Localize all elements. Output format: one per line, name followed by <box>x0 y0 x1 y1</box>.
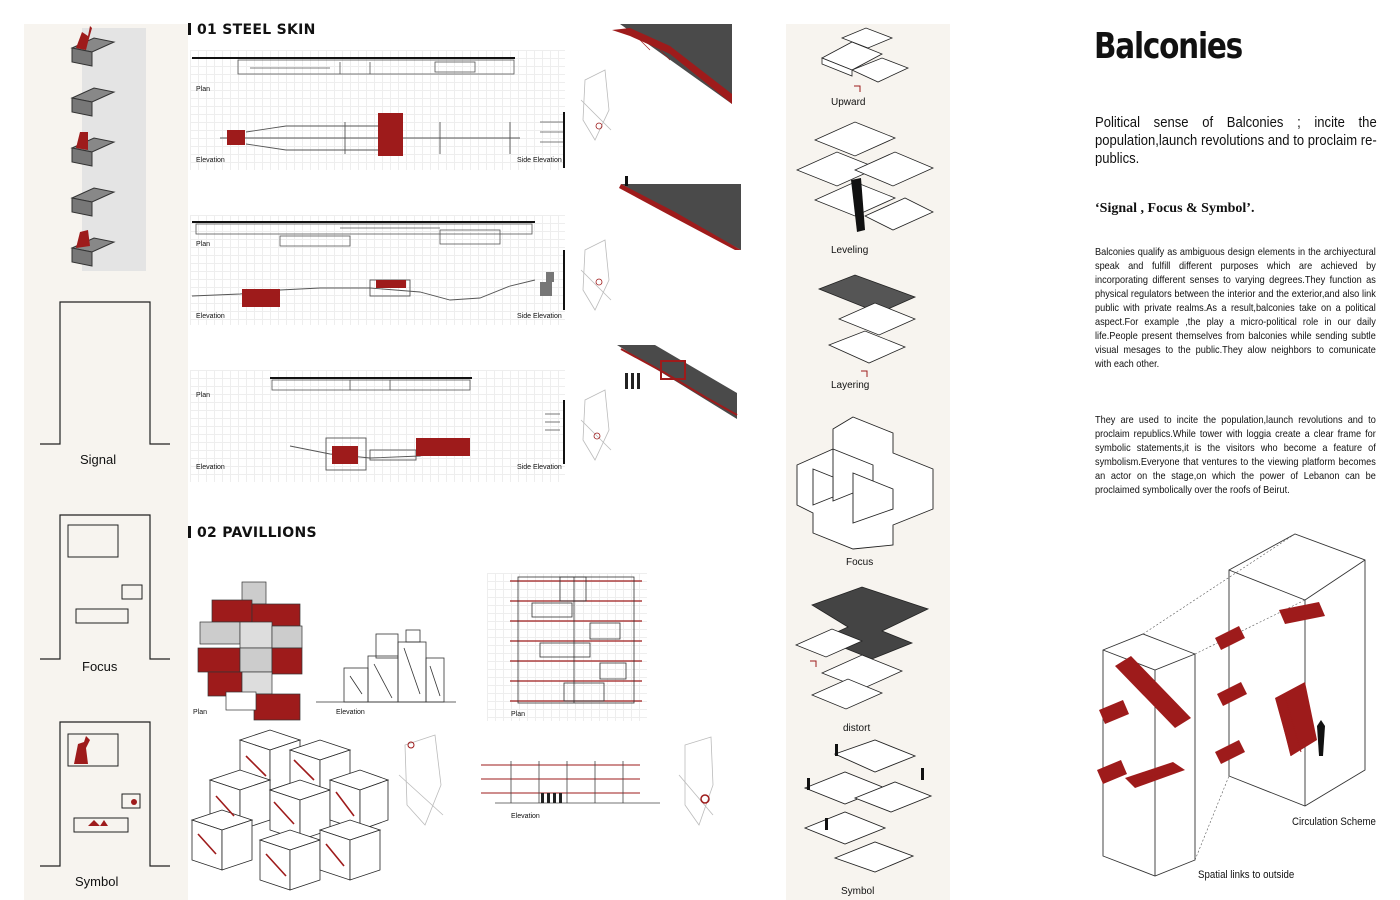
body-paragraph-1: Balconies qualify as ambiguous design el… <box>1095 247 1376 370</box>
elevation-label-3: Elevation <box>196 464 225 471</box>
focus-frame-drawing <box>40 514 170 660</box>
distort-iso-drawing <box>794 586 930 710</box>
plan-label-2: Plan <box>196 241 211 248</box>
circulation-scheme-drawing <box>1097 533 1366 877</box>
lead-paragraph: Political sense of Balconies ; incite th… <box>1095 115 1377 167</box>
layering-label: Layering <box>831 380 870 391</box>
spatial-links-label: Spatial links to outside <box>1198 869 1295 881</box>
leveling-label: Leveling <box>831 245 869 256</box>
side-elevation-label-1: Side Elevation <box>517 157 562 164</box>
body-paragraph-2: They are used to incite the population,l… <box>1095 415 1376 496</box>
distort-label: distort <box>843 723 871 734</box>
pavillion-plan-label: Plan <box>193 709 208 716</box>
elevation-label-1: Elevation <box>196 157 225 164</box>
layering-iso-drawing <box>817 274 917 377</box>
focus-iso-drawing <box>796 416 934 550</box>
signal-frame-drawing <box>40 301 170 445</box>
steel-skin-render-1 <box>612 24 732 104</box>
pavillion-plan2-label: Plan <box>511 711 526 718</box>
pavillion-plan <box>197 581 303 721</box>
section-steel-skin-title: 01 STEEL SKIN <box>188 22 316 38</box>
plan-label-3: Plan <box>196 392 211 399</box>
upward-iso-drawing <box>821 27 910 92</box>
upward-label: Upward <box>831 97 866 108</box>
steel-skin-plan-1 <box>192 57 565 168</box>
leveling-iso-drawing <box>795 121 935 232</box>
side-elevation-label-2: Side Elevation <box>517 313 562 320</box>
plan-label-1: Plan <box>196 86 211 93</box>
pavillion-elevation-label: Elevation <box>336 709 365 716</box>
elevation-label-2: Elevation <box>196 313 225 320</box>
balcony-stack-drawing <box>70 26 146 271</box>
page-title: Balconies <box>1094 26 1243 67</box>
steel-skin-render-3 <box>617 345 738 419</box>
section-pavillions-title: 02 PAVILLIONS <box>188 525 317 541</box>
pavillion-elevation <box>316 629 456 703</box>
focus-label: Focus <box>82 659 118 674</box>
steel-skin-render-2 <box>619 176 741 250</box>
symbol-iso-label: Symbol <box>841 886 875 897</box>
signal-label: Signal <box>80 452 117 467</box>
subheading: ‘Signal , Focus & Symbol’. <box>1095 201 1255 216</box>
pavillion-plan2-grid <box>487 573 647 721</box>
focus-iso-label: Focus <box>846 557 874 568</box>
site-maps-pavillion <box>398 734 714 826</box>
symbol-iso-drawing <box>803 739 933 873</box>
site-maps-steel-skin <box>580 69 612 461</box>
steel-skin-plan-2 <box>191 221 565 310</box>
pavillion-isometric-cluster <box>190 729 390 891</box>
side-elevation-label-3: Side Elevation <box>517 464 562 471</box>
steel-skin-grid-3 <box>190 370 565 482</box>
pavillion-elevation-2 <box>481 761 660 804</box>
symbol-label: Symbol <box>75 874 119 889</box>
steel-skin-plan-3 <box>270 377 565 471</box>
pavillion-elevation2-label: Elevation <box>511 813 540 820</box>
symbol-frame-drawing <box>40 721 170 867</box>
pavillion-plan-2 <box>510 576 642 704</box>
circulation-scheme-label: Circulation Scheme <box>1292 816 1376 828</box>
